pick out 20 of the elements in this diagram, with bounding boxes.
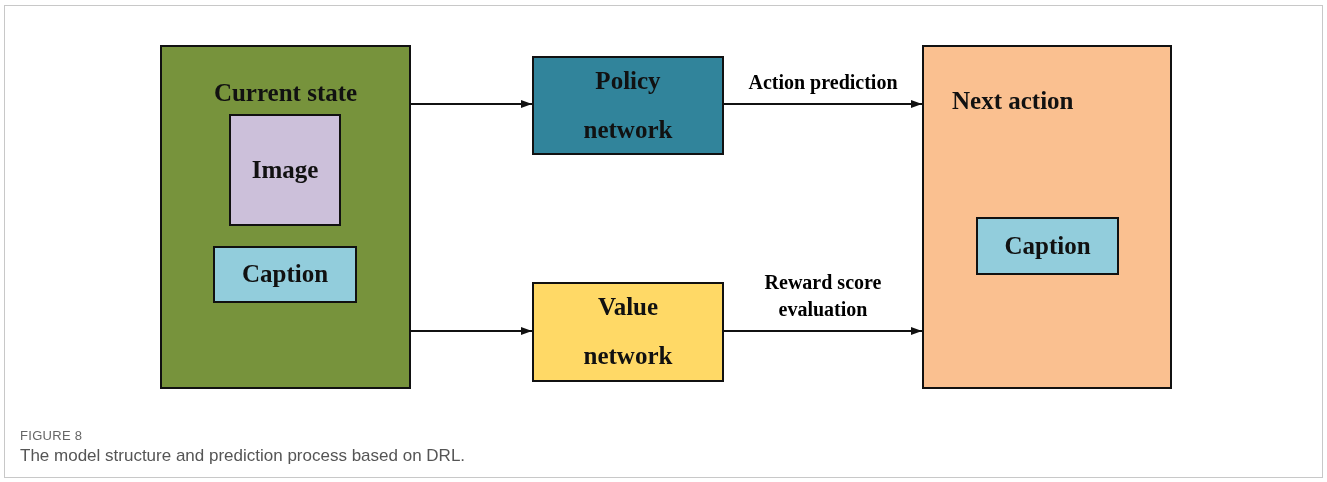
arrow xyxy=(410,100,533,108)
arrow xyxy=(723,100,923,108)
node-label: Caption xyxy=(1004,230,1091,261)
node-label: Image xyxy=(251,154,319,185)
arrow xyxy=(410,327,533,335)
node-label: Policy network xyxy=(582,65,674,145)
process-box xyxy=(976,217,1119,275)
state-panel xyxy=(922,45,1172,389)
node-label: Value network xyxy=(582,292,674,371)
figure-caption: The model structure and prediction process based on DRL. xyxy=(20,446,466,466)
node-label: Next action xyxy=(952,86,1074,116)
node-label: Caption xyxy=(241,259,329,290)
state-panel xyxy=(160,45,411,389)
process-box xyxy=(532,282,724,382)
process-box xyxy=(229,114,341,226)
process-box xyxy=(532,56,724,155)
arrow xyxy=(723,327,923,335)
process-box xyxy=(213,246,357,303)
figure-number: FIGURE 8 xyxy=(20,428,83,443)
node-label: Current state xyxy=(213,78,358,108)
